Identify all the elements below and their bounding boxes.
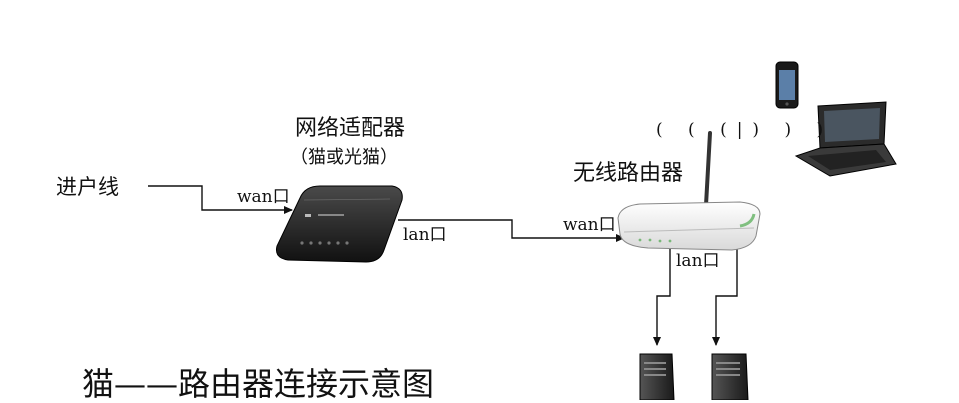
router-lan-port-label: lan口	[676, 251, 720, 271]
desktop-pc-2	[711, 353, 749, 400]
wifi-signal-icon: ( ( (|) ) )	[656, 120, 834, 140]
router-pc2-connector	[712, 248, 738, 346]
modem-wan-port-label: wan口	[237, 187, 290, 207]
modem-lan-port-label: lan口	[403, 225, 447, 245]
incoming-line-connector	[148, 185, 293, 214]
modem-router-connector	[398, 219, 625, 242]
incoming-line-label: 进户线	[56, 175, 119, 199]
desktop-pc-1	[639, 353, 675, 400]
laptop-device	[794, 101, 897, 177]
router-title: 无线路由器	[573, 161, 684, 186]
modem-subtitle: （猫或光猫）	[290, 147, 398, 168]
router-pc1-connector	[653, 248, 671, 346]
router-wan-port-label: wan口	[563, 215, 616, 235]
modem-device	[276, 185, 403, 263]
diagram-caption: 猫——路由器连接示意图	[82, 365, 435, 403]
modem-title: 网络适配器	[295, 116, 406, 141]
wireless-router-device	[617, 131, 761, 251]
smartphone-device	[775, 61, 799, 109]
